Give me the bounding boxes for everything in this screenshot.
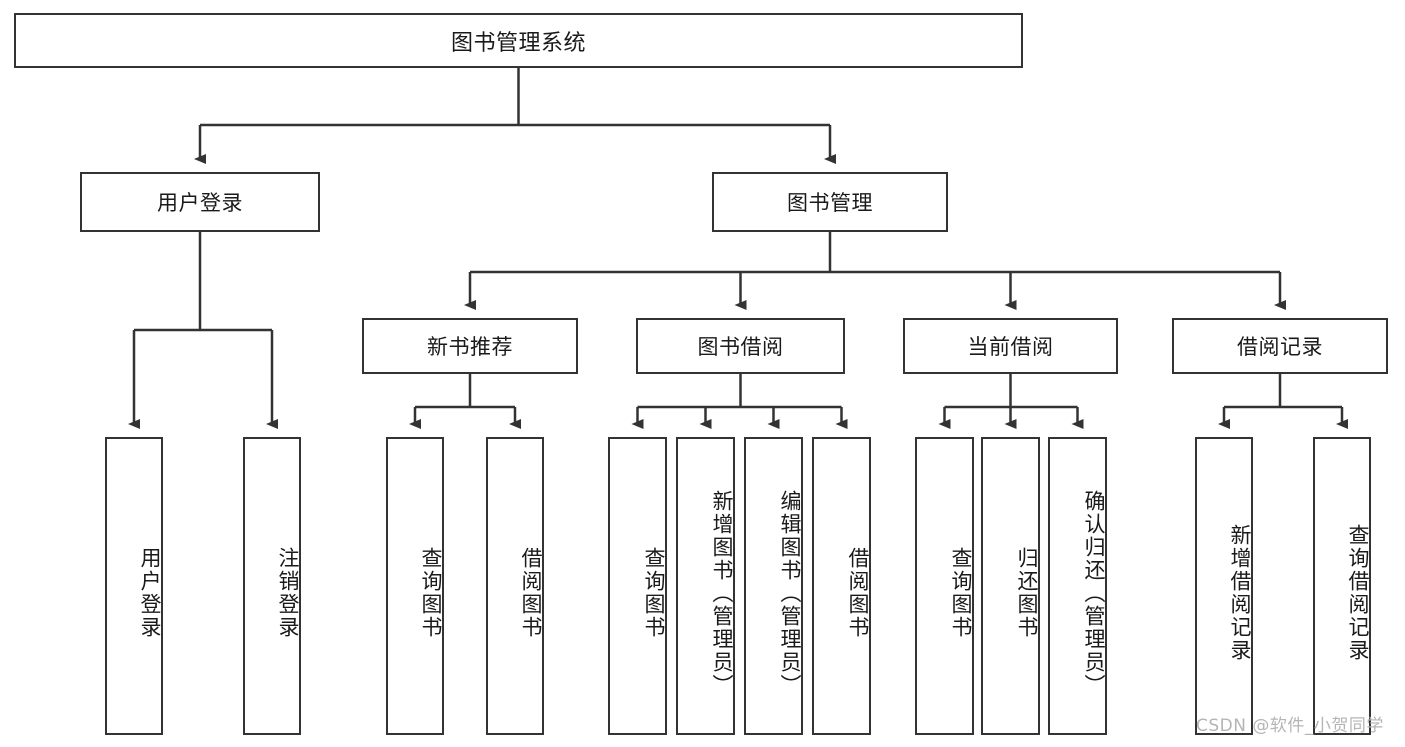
node-label: 查询图书 — [949, 547, 973, 639]
node-label: 借阅记录 — [1237, 335, 1323, 359]
node-label: 编辑图书（管理员） — [778, 489, 802, 697]
node-b_add[interactable]: 新增图书（管理员） — [676, 437, 735, 735]
node-c_confirm[interactable]: 确认归还（管理员） — [1048, 437, 1107, 735]
node-l_logout[interactable]: 注销登录 — [243, 437, 301, 735]
node-label: 新书推荐 — [427, 335, 513, 359]
node-label: 新增借阅记录 — [1228, 524, 1252, 662]
node-root[interactable]: 图书管理系统 — [14, 13, 1023, 68]
node-bookmgmt[interactable]: 图书管理 — [712, 172, 948, 232]
node-label: 新增图书（管理员） — [710, 489, 734, 697]
node-label: 图书管理系统 — [450, 30, 586, 56]
node-r_query[interactable]: 查询借阅记录 — [1313, 437, 1371, 735]
node-label: 查询借阅记录 — [1346, 524, 1370, 662]
node-label: 确认归还（管理员） — [1082, 489, 1106, 697]
node-label: 借阅图书 — [519, 547, 543, 639]
node-label: 用户登录 — [138, 547, 162, 639]
node-c_return[interactable]: 归还图书 — [981, 437, 1040, 735]
node-n_borrow[interactable]: 借阅图书 — [486, 437, 544, 735]
node-records[interactable]: 借阅记录 — [1172, 318, 1388, 374]
node-label: 注销登录 — [276, 547, 300, 639]
node-current[interactable]: 当前借阅 — [903, 318, 1118, 374]
node-label: 查询图书 — [419, 547, 443, 639]
node-l_login[interactable]: 用户登录 — [105, 437, 163, 735]
node-label: 借阅图书 — [846, 547, 870, 639]
node-b_query[interactable]: 查询图书 — [608, 437, 667, 735]
node-b_lend[interactable]: 借阅图书 — [812, 437, 871, 735]
node-label: 用户登录 — [157, 191, 243, 215]
node-newbook[interactable]: 新书推荐 — [362, 318, 578, 374]
node-r_add[interactable]: 新增借阅记录 — [1195, 437, 1253, 735]
node-label: 归还图书 — [1015, 547, 1039, 639]
node-label: 查询图书 — [642, 547, 666, 639]
node-c_query[interactable]: 查询图书 — [915, 437, 974, 735]
node-borrow[interactable]: 图书借阅 — [636, 318, 845, 374]
watermark-label: CSDN @软件_小贺同学 — [1196, 716, 1384, 736]
node-label: 图书管理 — [787, 191, 873, 215]
node-n_query[interactable]: 查询图书 — [386, 437, 444, 735]
node-login[interactable]: 用户登录 — [80, 172, 320, 232]
node-b_edit[interactable]: 编辑图书（管理员） — [744, 437, 803, 735]
node-label: 当前借阅 — [967, 335, 1054, 359]
node-label: 图书借阅 — [697, 335, 784, 359]
